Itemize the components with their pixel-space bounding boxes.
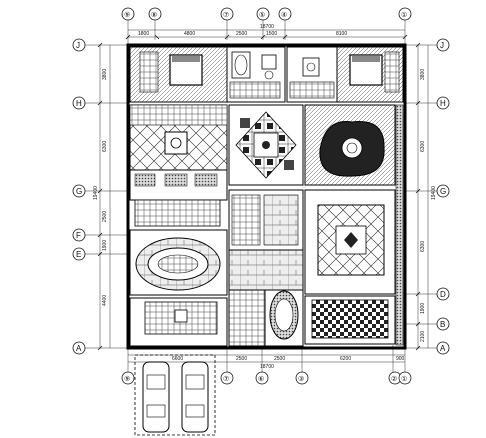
bedroom-left [129,46,228,103]
axis-left-e: E [76,250,81,259]
garden-court [304,104,396,186]
dim-right-5: 2100 [420,331,426,342]
axis-top-1: ① [401,11,407,19]
exterior-wall [126,43,407,350]
kitchen [129,297,228,347]
dim-right-total: 19400 [431,186,437,200]
dim-bottom-4: 6200 [340,356,351,362]
axis-right-a: A [440,344,446,353]
axis-right-j: J [440,41,444,50]
lounge-center [228,104,304,186]
terrace-checker [304,295,396,345]
axis-left-d: A [76,344,82,353]
axis-bottom-6: ⑥ [258,375,264,383]
garage [134,354,216,436]
dim-bottom-3: 2500 [274,356,285,362]
axis-bottom-2: ② [391,375,397,383]
dim-top-total: 18700 [260,24,274,30]
axis-left-h: H [76,99,82,108]
dim-right-2: 6300 [420,141,426,152]
entry-hall [228,249,304,291]
dim-top-4: 1500 [266,31,277,37]
dim-left-1: 3800 [102,69,108,80]
bathroom-center [226,46,286,103]
dim-top-2: 4800 [184,31,195,37]
dim-bottom-total: 18700 [260,364,274,370]
dim-bottom-5: 900 [396,356,405,362]
axis-top-7: ⑦ [223,11,229,19]
axis-bottom-3: ③ [298,375,304,383]
corridor-bench [129,169,228,227]
living-room [304,189,396,295]
axis-left-j: J [76,41,80,50]
axis-top-5: ⑤ [259,11,265,19]
dim-bottom-1: 6600 [172,356,183,362]
dim-left-total: 19400 [93,186,99,200]
dim-right-4: 1900 [420,303,426,314]
axis-right-g: G [440,187,446,196]
axis-left-f: F [76,231,81,240]
axis-right-d: D [440,290,446,299]
study-room [129,104,228,171]
dimension-ticks [97,34,421,351]
axis-bubbles-top [121,7,412,21]
dim-left-3: 2500 [102,211,108,222]
dim-top-3: 2500 [236,31,247,37]
axis-bubbles-bottom [121,371,412,385]
axis-bubbles-right [436,38,450,355]
dim-right-1: 3800 [420,69,426,80]
dim-right-3: 6300 [420,241,426,252]
axis-bottom-9: ⑨ [124,375,130,383]
axis-top-8: ⑧ [151,11,157,19]
axis-bottom-7: ⑦ [223,375,229,383]
axis-right-b: B [440,320,445,329]
dim-left-2: 6300 [102,141,108,152]
axis-right-h: H [440,99,446,108]
dining-room [129,229,228,296]
axis-bottom-1: ① [401,375,407,383]
axis-left-g: G [76,187,82,196]
axis-top-9: ⑨ [124,11,130,19]
stair-hall [228,189,304,251]
planter-strip [395,104,404,346]
dim-left-4: 1900 [102,240,108,251]
axis-bubbles-left [72,38,86,355]
dim-top-1: 1800 [138,31,149,37]
bedroom-right [336,46,404,103]
dim-bottom-2: 2500 [236,356,247,362]
dim-left-5: 4400 [102,295,108,306]
foyer [228,289,304,347]
dim-top-5: 8100 [336,31,347,37]
bathroom-right [286,46,338,103]
axis-top-4: ④ [281,11,287,19]
